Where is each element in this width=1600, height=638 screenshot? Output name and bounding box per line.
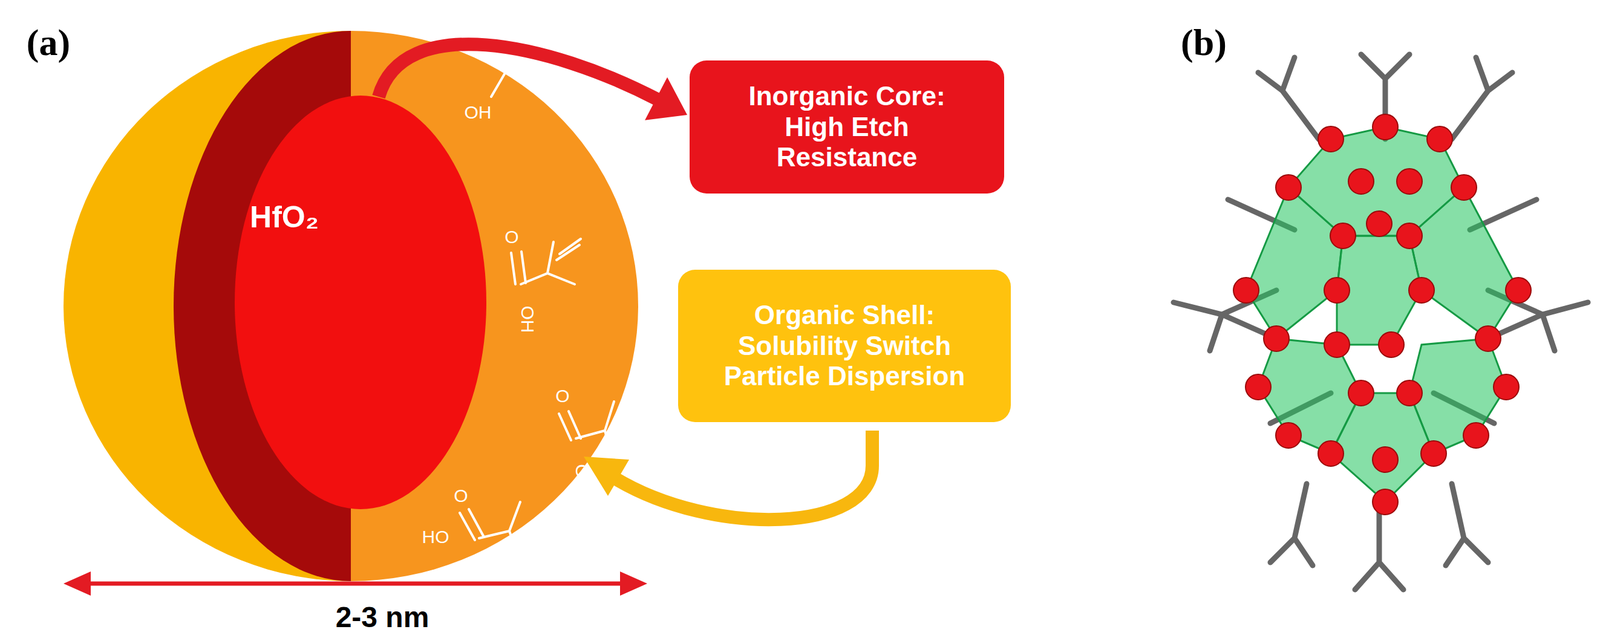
atom-label: O bbox=[555, 385, 570, 407]
panel-label: (b) bbox=[1180, 21, 1227, 65]
callout-box: Organic Shell: Solubility Switch Particl… bbox=[678, 269, 1011, 423]
panel-label: (a) bbox=[26, 21, 71, 65]
atom-label: OH bbox=[464, 102, 492, 123]
core-label: HfO₂ bbox=[249, 200, 319, 236]
shell-pointer bbox=[583, 430, 873, 520]
atom-label: O bbox=[504, 226, 519, 248]
dimension-label: 2-3 nm bbox=[335, 600, 430, 634]
curved-arrow bbox=[378, 44, 659, 100]
atom-label: O bbox=[453, 485, 468, 507]
atom-label: HO bbox=[422, 526, 450, 548]
callout-text: Organic Shell: Solubility Switch Particl… bbox=[711, 300, 978, 392]
arrow-head bbox=[644, 77, 688, 121]
callout-text: Inorganic Core: High Etch Resistance bbox=[731, 81, 962, 174]
dimension-arrow bbox=[63, 571, 648, 596]
cluster-structure bbox=[1173, 54, 1588, 590]
atom-label: OH bbox=[517, 306, 538, 334]
atom-label: HO bbox=[571, 464, 593, 492]
callout-box: Inorganic Core: High Etch Resistance bbox=[689, 60, 1005, 194]
core-ellipse: HfO₂ bbox=[234, 95, 487, 510]
